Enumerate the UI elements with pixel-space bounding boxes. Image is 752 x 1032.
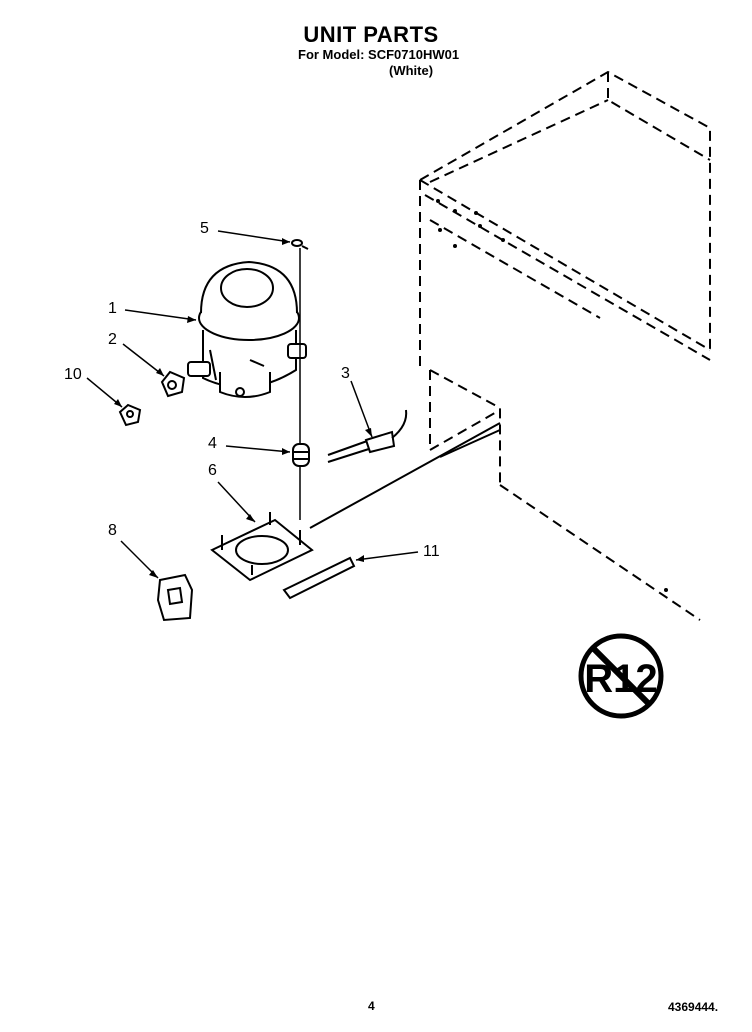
callout-6: 6 xyxy=(208,462,217,479)
compressor xyxy=(187,260,307,398)
clip-part xyxy=(291,239,309,250)
callout-arrowheads xyxy=(114,238,372,578)
page-title-text: UNIT PARTS xyxy=(303,22,439,47)
suction-line xyxy=(309,422,501,529)
overload-protector xyxy=(160,370,186,398)
callout-3: 3 xyxy=(341,365,350,382)
model-color: (White) xyxy=(389,63,434,78)
callout-5: 5 xyxy=(200,220,209,237)
electrical-box xyxy=(156,573,194,622)
page-number: 4 xyxy=(368,999,375,1013)
callout-10: 10 xyxy=(64,366,82,383)
document-number: 4369444. xyxy=(668,1000,719,1014)
mounting-grommet xyxy=(292,443,310,467)
callout-8: 8 xyxy=(108,522,117,539)
grommet-part xyxy=(118,403,142,427)
callout-11: 11 xyxy=(423,543,440,560)
cabinet-screw-holes xyxy=(436,199,668,592)
callout-2: 2 xyxy=(108,331,117,348)
callout-1: 1 xyxy=(108,300,117,317)
drier-tube xyxy=(327,409,408,463)
mounting-strip xyxy=(282,556,356,600)
cabinet-outline xyxy=(419,70,711,621)
base-plate xyxy=(210,512,314,582)
page-title: UNIT PARTS xyxy=(0,22,752,48)
model-number: For Model: SCF0710HW01 xyxy=(298,47,460,62)
callout-4: 4 xyxy=(208,435,217,452)
r12-prohibited-badge: R12 xyxy=(578,633,664,719)
